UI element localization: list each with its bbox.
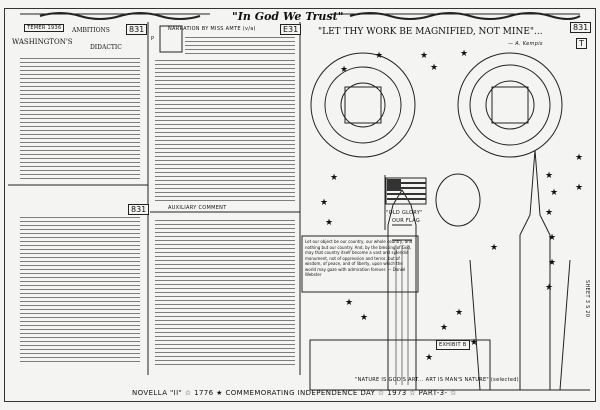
svg-text:★: ★	[440, 323, 448, 333]
left-title-1: WASHINGTON'S	[12, 38, 73, 46]
flag-caption-1: "OLD GLORY"	[386, 210, 423, 216]
svg-text:★: ★	[375, 51, 383, 61]
svg-text:★: ★	[425, 353, 433, 363]
middle-sub-page-number: 831	[128, 204, 150, 215]
svg-text:★: ★	[575, 153, 583, 163]
svg-text:★: ★	[545, 283, 553, 293]
svg-text:★: ★	[430, 63, 438, 73]
motto: "In God We Trust"	[232, 10, 344, 23]
svg-text:★: ★	[330, 173, 338, 183]
svg-text:★: ★	[320, 198, 328, 208]
middle-lower-text-block	[155, 218, 295, 368]
svg-text:★: ★	[490, 243, 498, 253]
svg-text:★: ★	[550, 188, 558, 198]
svg-text:★: ★	[455, 308, 463, 318]
svg-text:★: ★	[575, 183, 583, 193]
svg-text:★: ★	[340, 65, 348, 75]
right-side-letter: T	[576, 38, 587, 49]
svg-text:★: ★	[360, 313, 368, 323]
drawing-frame	[4, 8, 596, 402]
middle-page-number: E31	[280, 24, 302, 35]
scroll-text: Let our object be our country, our whole…	[305, 239, 413, 277]
right-page-number: 831	[570, 22, 592, 33]
svg-text:★: ★	[345, 298, 353, 308]
middle-title: NARRATION BY MISS AMTE (v/a)	[168, 26, 256, 32]
left-tag: TEMER 1936	[24, 24, 65, 32]
svg-text:★: ★	[470, 338, 478, 348]
sheet-label: SHEET 3 S 20	[584, 280, 590, 318]
flag-caption-2: OUR FLAG	[392, 218, 421, 224]
header-quote: "LET THY WORK BE MAGNIFIED, NOT MINE"...	[318, 27, 543, 37]
middle-subtitle: AUXILIARY COMMENT	[168, 205, 227, 211]
left-lower-text-block	[20, 215, 140, 365]
svg-text:★: ★	[460, 49, 468, 59]
svg-text:★: ★	[420, 51, 428, 61]
svg-text:★: ★	[548, 233, 556, 243]
exhibit-label: EXHIBIT B	[436, 340, 470, 350]
middle-intro-text	[185, 35, 295, 55]
quote-author: — A. Kempis	[508, 41, 543, 47]
svg-text:★: ★	[325, 218, 333, 228]
left-text-block	[20, 56, 140, 180]
svg-text:★: ★	[548, 258, 556, 268]
left-side-letter: P	[151, 36, 155, 42]
svg-text:★: ★	[545, 208, 553, 218]
svg-text:★: ★	[545, 171, 553, 181]
left-page-number: 831	[126, 24, 148, 35]
middle-text-block	[155, 58, 295, 203]
nature-quote: "NATURE IS GOD'S ART... ART IS MAN'S NAT…	[355, 377, 519, 383]
left-title-2: AMBITIONS	[72, 27, 110, 34]
footer-banner: NOVELLA "II" ☆ 1776 ★ COMMEMORATING INDE…	[132, 389, 457, 397]
left-title-3: DIDACTIC	[90, 44, 122, 51]
